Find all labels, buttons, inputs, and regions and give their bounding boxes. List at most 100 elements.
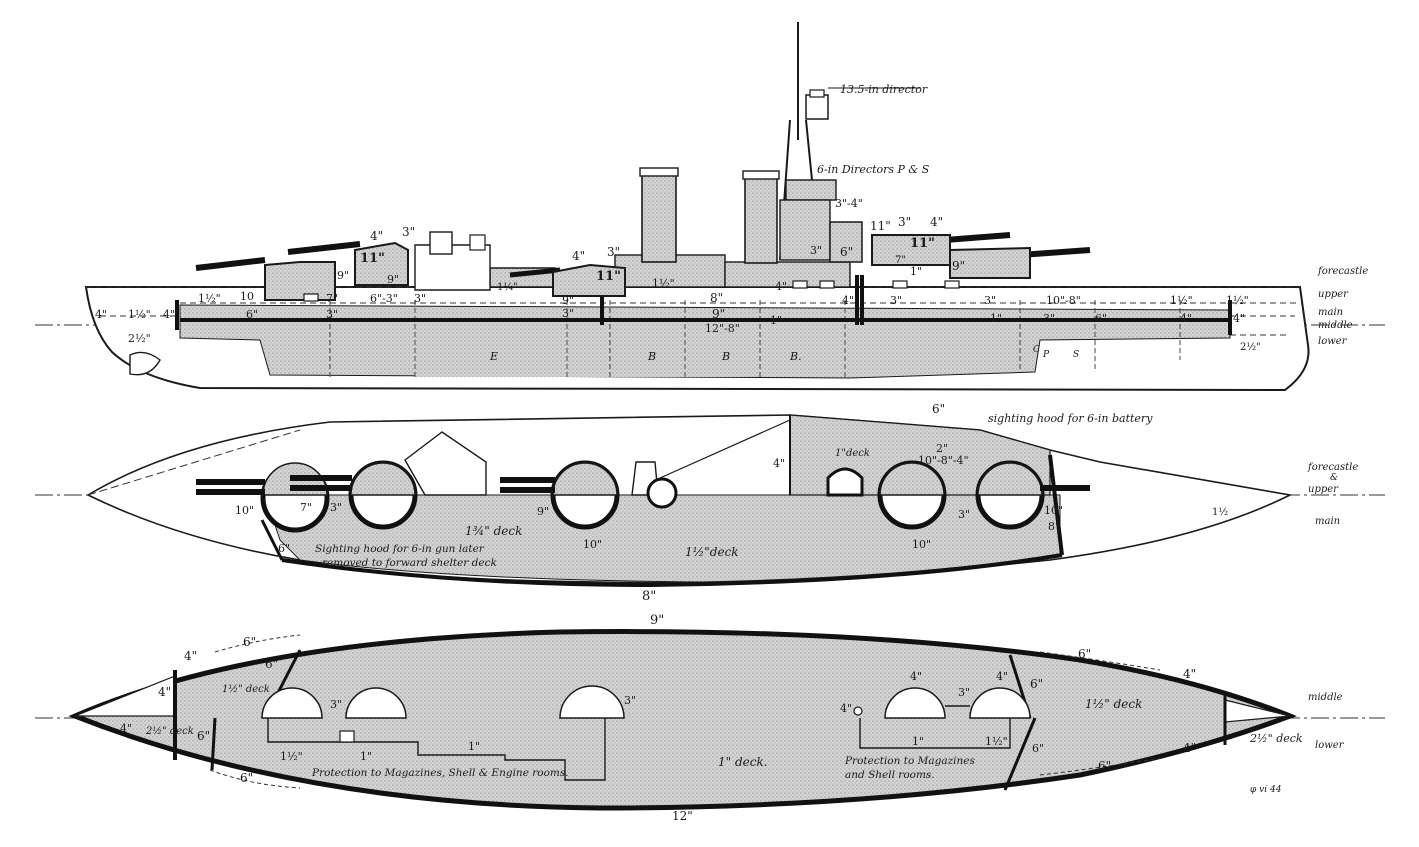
armor-label: 11"	[870, 219, 891, 233]
belt-edge-1	[281, 553, 1063, 588]
boat-crane-plan	[646, 477, 678, 509]
armor-label: 1"	[360, 750, 372, 763]
sighting-hood-fwd-label-2: removed to forward shelter deck	[322, 557, 497, 569]
armor-label: 6"	[265, 657, 278, 671]
fwd-bulkhead-1	[260, 519, 284, 561]
aft-conning-tower	[829, 221, 863, 263]
turret-q	[509, 263, 626, 297]
casemate-ports	[303, 280, 960, 302]
armor-label: 1½"	[198, 292, 221, 305]
compartment-e: E	[489, 350, 498, 363]
plan1-main: main	[1315, 516, 1340, 527]
hatch-square	[339, 730, 355, 743]
armor-label: 9"	[952, 259, 965, 273]
armor-label: 1"	[912, 735, 924, 748]
armor-label: 10"	[912, 538, 931, 551]
armor-label: 6"	[278, 542, 290, 555]
armor-label: 4"	[910, 670, 922, 683]
deck-label-1-34: 1¾" deck	[465, 524, 522, 538]
plan-hull-2	[68, 629, 1297, 811]
armor-label: 3"	[958, 508, 970, 521]
deck-label-main: main	[1318, 307, 1343, 318]
directors-6in-label: 6-in Directors P & S	[817, 163, 930, 176]
plan1-upper: upper	[1308, 484, 1339, 495]
plan-view-upper: sighting hood for 6-in battery Sighting …	[35, 402, 1385, 604]
armor-label: 10"	[583, 538, 602, 551]
belt-bars	[175, 275, 1232, 335]
rigging-line	[659, 419, 791, 479]
deck-label-1-12: 1½"deck	[685, 545, 739, 559]
armor-label: 2"	[936, 442, 948, 455]
compartment-b1: B	[647, 350, 656, 363]
armor-label: 1½	[1212, 507, 1228, 518]
armor-label: 2½"	[128, 332, 151, 345]
bulkhead-lines	[329, 300, 1181, 380]
armor-label: 11"	[910, 236, 935, 251]
turret-b	[287, 241, 409, 286]
armor-label: 9"	[537, 505, 549, 518]
fwd-vertical-2	[210, 717, 217, 771]
signature: φ vi 44	[1250, 785, 1282, 795]
armor-label: 3"	[562, 307, 574, 320]
profile-view: 13.5-in director 6-in Directors P & S fo…	[35, 22, 1385, 392]
armor-label: 3"	[402, 225, 415, 239]
armor-label: 2½"	[1240, 342, 1261, 353]
armor-label: 4"	[930, 215, 943, 229]
dimension-arrows-2	[209, 634, 1161, 789]
armor-label: 1½"	[652, 277, 675, 290]
sighting-hood-fwd-label-1: Sighting hood for 6-in gun later	[315, 543, 485, 555]
searchlight-housing	[469, 234, 486, 251]
compartment-s: S	[1073, 350, 1079, 360]
deck-label-lower: lower	[1318, 336, 1348, 347]
deck-label-2-12-fwd: 2½" deck	[145, 726, 194, 737]
armor-label: 1½"	[128, 308, 151, 321]
armor-label: 4"	[1233, 312, 1245, 325]
armor-label: 1"	[770, 314, 782, 327]
compartment-p: P	[1042, 350, 1050, 360]
armor-label: 1¼"	[497, 282, 518, 293]
ring-marker	[853, 706, 863, 716]
armor-label: 4"	[842, 294, 854, 307]
deck-label-1: 1"deck	[835, 448, 870, 459]
forward-funnel	[641, 171, 677, 263]
plan1-dashed-edge	[87, 429, 301, 496]
bridge-block	[779, 199, 831, 261]
armor-label: 3"	[330, 698, 342, 711]
turret-x	[871, 232, 1011, 266]
armor-label: 4"	[840, 702, 852, 715]
armor-label: 4"	[1180, 312, 1192, 325]
plan2-middle: middle	[1308, 692, 1343, 703]
armor-label: 3"	[958, 686, 970, 699]
armor-label: 8"	[642, 589, 656, 604]
plan1-and: &	[1330, 473, 1338, 483]
armor-label: 1½"	[280, 750, 303, 763]
armor-label: 6"	[1030, 677, 1043, 691]
armor-label: 3"	[624, 694, 636, 707]
armor-label: 1"	[468, 740, 480, 753]
armor-label: 10"	[1044, 504, 1063, 517]
armor-label: 3"	[607, 245, 620, 259]
armor-label: 11"	[596, 269, 621, 284]
armor-label: 8"	[1048, 520, 1060, 533]
armor-label: 3"	[1043, 312, 1055, 325]
armor-label: 3"	[890, 294, 902, 307]
aft-conning-plan	[826, 467, 864, 497]
armor-label: 6"	[197, 729, 210, 743]
aft-funnel	[744, 174, 778, 264]
funnel-cap-2	[742, 170, 780, 180]
director-top	[805, 94, 829, 120]
aft-bulkhead-1	[1048, 454, 1064, 556]
sighting-hood-aft-label: sighting hood for 6-in battery	[988, 412, 1153, 425]
armor-label: 4"	[163, 308, 175, 321]
armor-label: 7"	[300, 501, 312, 514]
conning-tower	[429, 231, 453, 255]
armor-label: 1"	[990, 312, 1002, 325]
armor-label: 4"	[996, 670, 1008, 683]
compartment-b3: B.	[789, 350, 802, 363]
armor-label: 10	[240, 290, 254, 303]
forward-superstructure	[414, 244, 491, 291]
guns-1	[196, 475, 1090, 495]
armor-label: 10"-8"-4"	[918, 454, 969, 467]
armor-label: 4"	[572, 249, 585, 263]
